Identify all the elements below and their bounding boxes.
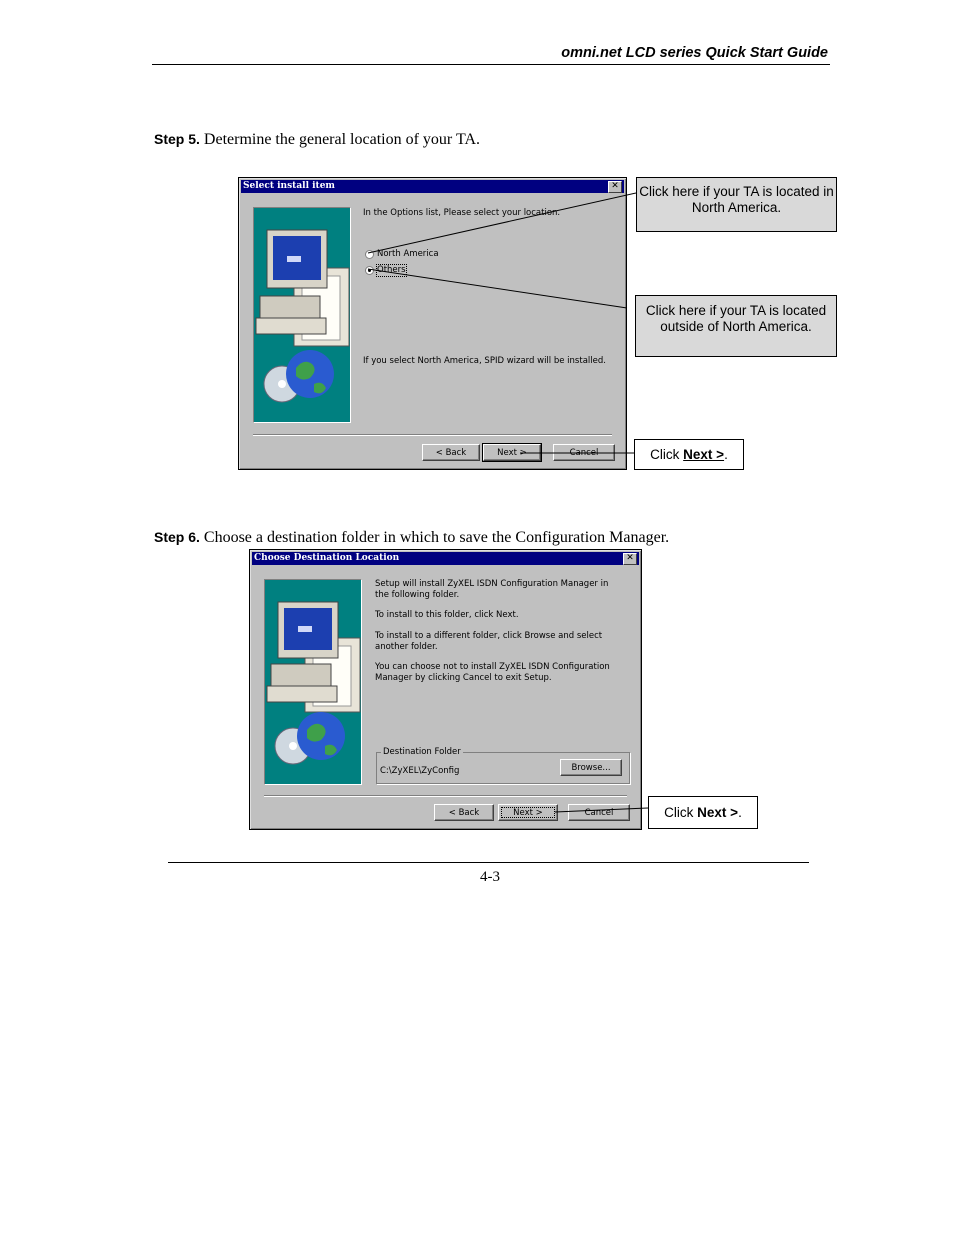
callout-outside-north-america: Click here if your TA is located outside… bbox=[635, 295, 837, 357]
callout-next-bold: Next > bbox=[697, 805, 739, 820]
install-here-text: To install to this folder, click Next. bbox=[375, 610, 519, 620]
header-rule bbox=[152, 64, 830, 65]
footer-rule bbox=[168, 862, 809, 863]
step-5-instruction: Step 5. Determine the general location o… bbox=[154, 131, 480, 149]
dialog-title-bar: Select install item ✕ bbox=[241, 180, 624, 193]
radio-north-america[interactable] bbox=[365, 250, 374, 259]
cancel-info-text: You can choose not to install ZyXEL ISDN… bbox=[375, 662, 610, 683]
setup-artwork bbox=[253, 207, 351, 423]
install-different-text: To install to a different folder, click … bbox=[375, 631, 603, 652]
cancel-button[interactable]: Cancel bbox=[568, 804, 630, 821]
next-button[interactable]: Next > bbox=[498, 804, 558, 821]
callout-next-bold: Next > bbox=[683, 447, 725, 462]
computer-globe-illustration bbox=[255, 229, 350, 403]
dialog-separator bbox=[253, 434, 612, 436]
callout-prefix: Click bbox=[650, 447, 684, 462]
choose-destination-dialog: Choose Destination Location ✕ Setup will… bbox=[249, 549, 642, 830]
option-others-label[interactable]: Others bbox=[376, 264, 407, 277]
dialog-title-bar: Choose Destination Location ✕ bbox=[252, 552, 639, 565]
browse-button[interactable]: Browse... bbox=[560, 759, 622, 776]
location-prompt: In the Options list, Please select your … bbox=[363, 208, 561, 218]
close-icon[interactable]: ✕ bbox=[608, 181, 622, 193]
destination-folder-label: Destination Folder bbox=[381, 747, 463, 758]
computer-globe-illustration bbox=[266, 601, 361, 765]
running-header: omni.net LCD series Quick Start Guide bbox=[561, 45, 828, 61]
folder-path: C:\ZyXEL\ZyConfig bbox=[380, 766, 460, 776]
back-button[interactable]: < Back bbox=[434, 804, 494, 821]
step-5-label: Step 5. bbox=[154, 131, 200, 147]
leader-next-step6 bbox=[554, 807, 649, 813]
dialog-title: Select install item bbox=[243, 181, 335, 191]
step-6-instruction: Step 6. Choose a destination folder in w… bbox=[154, 529, 669, 547]
step-6-label: Step 6. bbox=[154, 529, 200, 545]
destination-folder-group bbox=[376, 752, 630, 784]
back-button[interactable]: < Back bbox=[422, 444, 480, 461]
select-install-item-dialog: Select install item ✕ In the Options lis… bbox=[238, 177, 627, 470]
page-number: 4-3 bbox=[480, 869, 500, 885]
callout-suffix: . bbox=[724, 447, 728, 462]
callout-north-america: Click here if your TA is located in Nort… bbox=[636, 177, 837, 232]
dialog-title: Choose Destination Location bbox=[254, 553, 400, 563]
leader-others bbox=[367, 268, 628, 309]
radio-others[interactable] bbox=[365, 266, 374, 275]
install-info-text: Setup will install ZyXEL ISDN Configurat… bbox=[375, 579, 609, 600]
dialog-separator bbox=[264, 795, 627, 797]
step-6-text: Choose a destination folder in which to … bbox=[199, 529, 670, 546]
setup-artwork bbox=[264, 579, 362, 785]
option-north-america-label[interactable]: North America bbox=[377, 249, 439, 259]
leader-north-america bbox=[367, 192, 637, 254]
step-5-text: Determine the general location of your T… bbox=[199, 131, 481, 148]
callout-suffix: . bbox=[738, 805, 742, 820]
callout-click-next-step5: Click Next >. bbox=[634, 439, 744, 470]
callout-click-next-step6: Click Next >. bbox=[648, 796, 758, 829]
close-icon[interactable]: ✕ bbox=[623, 553, 637, 565]
callout-prefix: Click bbox=[664, 805, 698, 820]
spid-note: If you select North America, SPID wizard… bbox=[363, 356, 606, 366]
